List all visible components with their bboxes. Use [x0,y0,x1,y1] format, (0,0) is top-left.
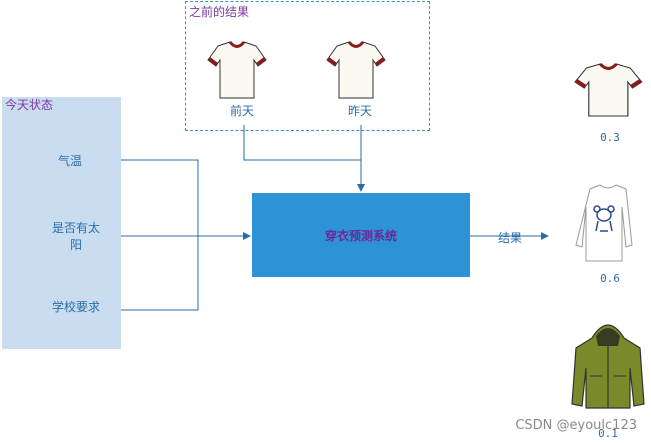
input-temperature: 气温 [57,154,82,168]
today-state-panel [2,97,121,349]
system-label: 穿衣预测系统 [324,228,397,243]
clothing-prediction-system: 穿衣预测系统 [252,193,470,277]
previous-results-box [185,1,430,131]
connector-school [118,236,199,311]
day-before-label: 前天 [229,104,254,118]
connector-day-before [243,125,361,161]
input-school-requirement: 学校要求 [51,300,100,314]
watermark: CSDN @eyoulc123 [515,418,637,433]
probability-jacket: 0.1 [598,427,618,440]
probability-tshirt: 0.3 [600,131,620,144]
probability-long-sleeve: 0.6 [600,272,620,285]
input-sunny: 是否有太阳 [51,221,100,252]
result-label: 结果 [497,231,522,245]
yesterday-label: 昨天 [347,104,372,118]
today-state-title: 今天状态 [5,98,54,112]
previous-results-title: 之前的结果 [189,5,250,19]
connector-temperature [104,159,199,236]
